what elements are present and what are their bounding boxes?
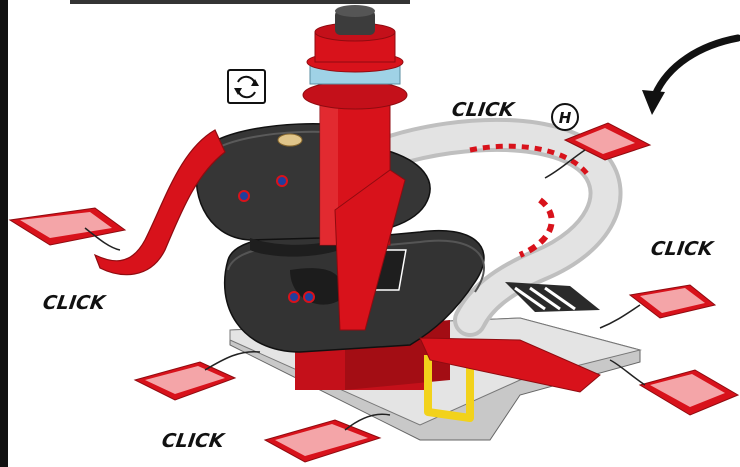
- curved-arrow-icon: [642, 38, 738, 115]
- connector-right-bottom: [610, 360, 738, 415]
- rotate-arrows-icon: [228, 70, 265, 103]
- click-label: CLICK: [160, 430, 225, 452]
- click-label: CLICK: [41, 292, 106, 314]
- connector-left: [10, 208, 125, 250]
- connector-bottom-left: [135, 352, 260, 400]
- helipad-h-icon: H: [552, 104, 578, 130]
- connector-bottom-center: [265, 414, 390, 462]
- click-label: CLICK: [649, 238, 714, 260]
- parking-pad-right: [505, 282, 600, 312]
- click-label: CLICK: [450, 99, 515, 121]
- helipad-letter: H: [559, 109, 572, 127]
- connector-right-mid: [600, 285, 715, 328]
